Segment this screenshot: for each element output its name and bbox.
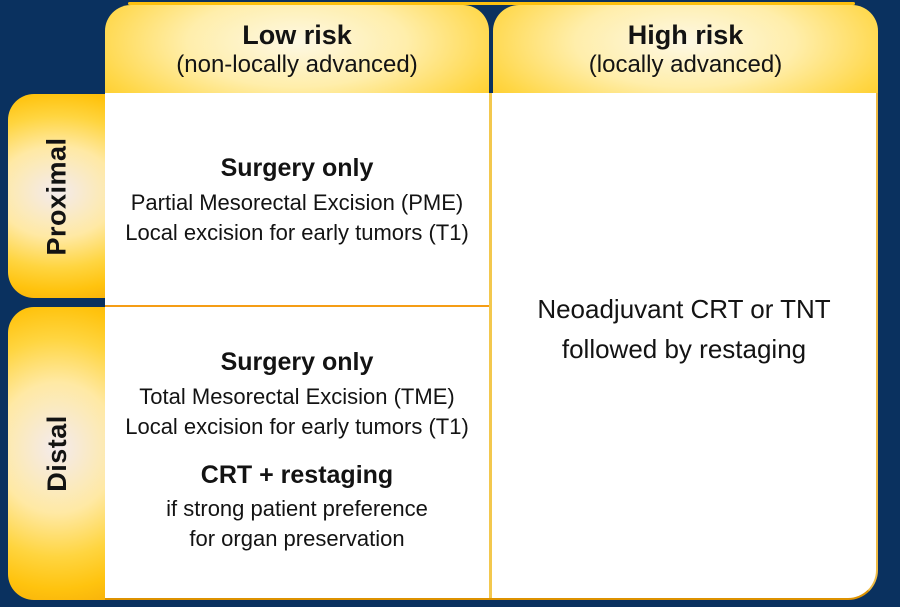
row-divider [105,305,489,307]
treatment-detail: Total Mesorectal Excision (TME) [139,384,455,409]
treatment-heading: Surgery only [220,348,374,376]
cell-proximal-low-risk: Surgery only Partial Mesorectal Excision… [105,93,489,305]
column-divider [489,93,492,598]
column-header-high-risk: High risk (locally advanced) [493,5,878,93]
treatment-detail: for organ preservation [189,526,405,551]
column-subtitle: (locally advanced) [588,50,783,78]
cell-high-risk: Neoadjuvant CRT or TNT followed by resta… [492,93,876,598]
row-label: Proximal [41,136,72,256]
treatment-line: followed by restaging [561,333,807,364]
row-label: Distal [41,415,72,492]
treatment-detail: Local excision for early tumors (T1) [125,414,469,439]
row-header-distal: Distal [8,307,106,600]
matrix-body: Surgery only Partial Mesorectal Excision… [105,93,878,600]
column-title: Low risk [242,19,352,50]
top-accent-line [128,2,855,5]
treatment-heading-secondary: CRT + restaging [200,461,394,489]
treatment-heading: Surgery only [220,153,374,182]
column-title: High risk [627,19,744,50]
column-header-low-risk: Low risk (non-locally advanced) [105,5,489,93]
treatment-detail: Partial Mesorectal Excision (PME) [130,189,464,215]
column-subtitle: (non-locally advanced) [176,50,418,78]
treatment-detail: if strong patient preference [166,496,428,521]
cell-distal-low-risk: Surgery only Total Mesorectal Excision (… [105,307,489,598]
treatment-line: Neoadjuvant CRT or TNT [537,293,831,324]
row-header-proximal: Proximal [8,94,106,298]
treatment-detail: Local excision for early tumors (T1) [125,219,469,245]
